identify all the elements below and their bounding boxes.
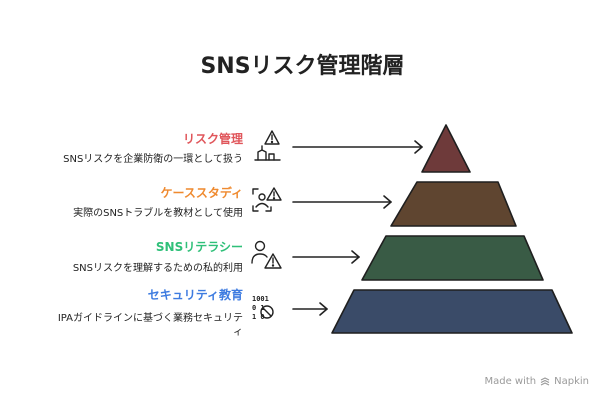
pyramid-tier-security-education bbox=[331, 289, 573, 334]
arrow-sns-literacy bbox=[292, 250, 360, 264]
arrow-risk-management bbox=[292, 140, 423, 154]
napkin-logo-icon bbox=[540, 376, 550, 386]
tier-desc-case-study: 実際のSNSトラブルを教材として使用 bbox=[73, 208, 243, 219]
binary-security-icon: 1001 0 1 1 0 bbox=[252, 295, 274, 321]
napkin-brand: Napkin bbox=[554, 376, 589, 387]
pyramid-tier-risk-management bbox=[421, 124, 471, 173]
pyramid-tier-sns-literacy bbox=[361, 235, 544, 281]
tier-title-risk-management: リスク管理 bbox=[182, 132, 243, 146]
tier-desc-sns-literacy: SNSリスクを理解するための私的利用 bbox=[72, 263, 243, 274]
footer-attribution: Made with Napkin bbox=[484, 376, 589, 387]
tier-desc-security-education: IPAガイドラインに基づく業務セキュリティ bbox=[57, 313, 243, 338]
user-alert-icon bbox=[251, 240, 282, 269]
svg-text:0 1: 0 1 bbox=[252, 304, 265, 312]
case-study-alert-icon bbox=[252, 187, 282, 212]
tier-title-case-study: ケーススタディ bbox=[160, 186, 243, 200]
tier-title-security-education: セキュリティ教育 bbox=[147, 288, 243, 302]
svg-text:1 0: 1 0 bbox=[252, 313, 265, 321]
tier-desc-risk-management: SNSリスクを企業防衛の一環として扱う bbox=[63, 154, 243, 165]
svg-text:1001: 1001 bbox=[252, 295, 269, 303]
page-title: SNSリスク管理階層 bbox=[200, 54, 405, 79]
arrow-case-study bbox=[292, 195, 392, 209]
arrow-security-education bbox=[292, 302, 328, 316]
tier-title-sns-literacy: SNSリテラシー bbox=[155, 240, 243, 254]
risk-alert-icon bbox=[254, 130, 281, 161]
made-with-label: Made with bbox=[484, 376, 537, 387]
pyramid-tier-case-study bbox=[390, 181, 517, 227]
